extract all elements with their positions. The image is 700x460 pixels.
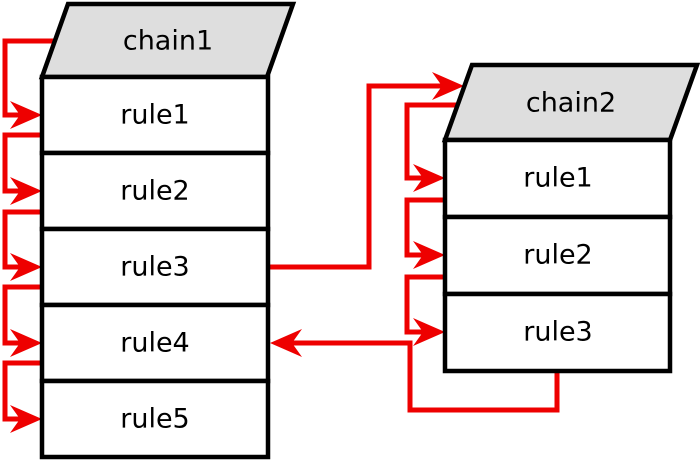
connector-line (2, 360, 44, 422)
connector-line (2, 284, 44, 346)
connector-line (2, 38, 55, 118)
chain1-rule2-box (39, 150, 271, 232)
connector-line (2, 209, 44, 270)
arrowhead-right-icon (413, 318, 445, 346)
arrowhead-right-icon (432, 72, 464, 100)
connector-chain2-rule2-to-rule3 (404, 274, 447, 346)
connector-chain1-rule1-to-rule2 (2, 132, 44, 205)
chain1-rule1-box (39, 74, 271, 156)
connector-line (268, 83, 444, 270)
chain1-rule1-label: rule1 (120, 100, 190, 131)
arrowhead-right-icon (10, 405, 42, 433)
arrowhead-right-icon (413, 241, 445, 269)
connector-line (2, 132, 44, 194)
connector-line (404, 274, 447, 335)
arrowhead-left-icon (270, 329, 302, 357)
chain2-rule3-label: rule3 (523, 317, 593, 348)
connector-chain2-header-to-rule1 (404, 102, 458, 192)
chain2-title: chain2 (526, 88, 616, 119)
connector-chain1-header-to-rule1 (2, 38, 55, 129)
connector-chain1-rule3-to-rule4 (2, 284, 44, 357)
connector-chain1-rule4-to-rule5 (2, 360, 44, 433)
chain1-rule5-label: rule5 (120, 404, 190, 435)
chain1-rule4-box (39, 302, 271, 384)
chain2-rule2-label: rule2 (523, 240, 593, 271)
chain2-rule3-box (442, 291, 673, 374)
chain1-rule5-box (39, 378, 271, 460)
connector-chain1-rule2-to-rule3 (2, 209, 44, 281)
arrowhead-right-icon (413, 164, 445, 192)
connector-line (404, 102, 458, 181)
arrowhead-right-icon (10, 177, 42, 205)
arrowhead-right-icon (10, 101, 42, 129)
chain1-rule4-label: rule4 (120, 328, 190, 359)
connector-line (292, 340, 560, 413)
chain1-group: chain1 rule1 rule2 rule3 rule4 rule5 (38, 1, 297, 460)
chain1-rule2-label: rule2 (120, 176, 190, 207)
arrowhead-right-icon (10, 329, 42, 357)
connector-chain2-rule1-to-rule2 (404, 197, 447, 269)
arrowhead-right-icon (10, 253, 42, 281)
connector-jump-rule3-to-chain2 (268, 72, 464, 270)
chain2-rule1-label: rule1 (523, 163, 593, 194)
chain1-title: chain1 (123, 26, 213, 57)
connector-line (404, 197, 447, 258)
connector-return-chain2-to-rule4 (270, 329, 560, 413)
chain1-rule3-label: rule3 (120, 252, 190, 283)
chain2-group: chain2 rule1 rule2 rule3 (441, 62, 700, 374)
